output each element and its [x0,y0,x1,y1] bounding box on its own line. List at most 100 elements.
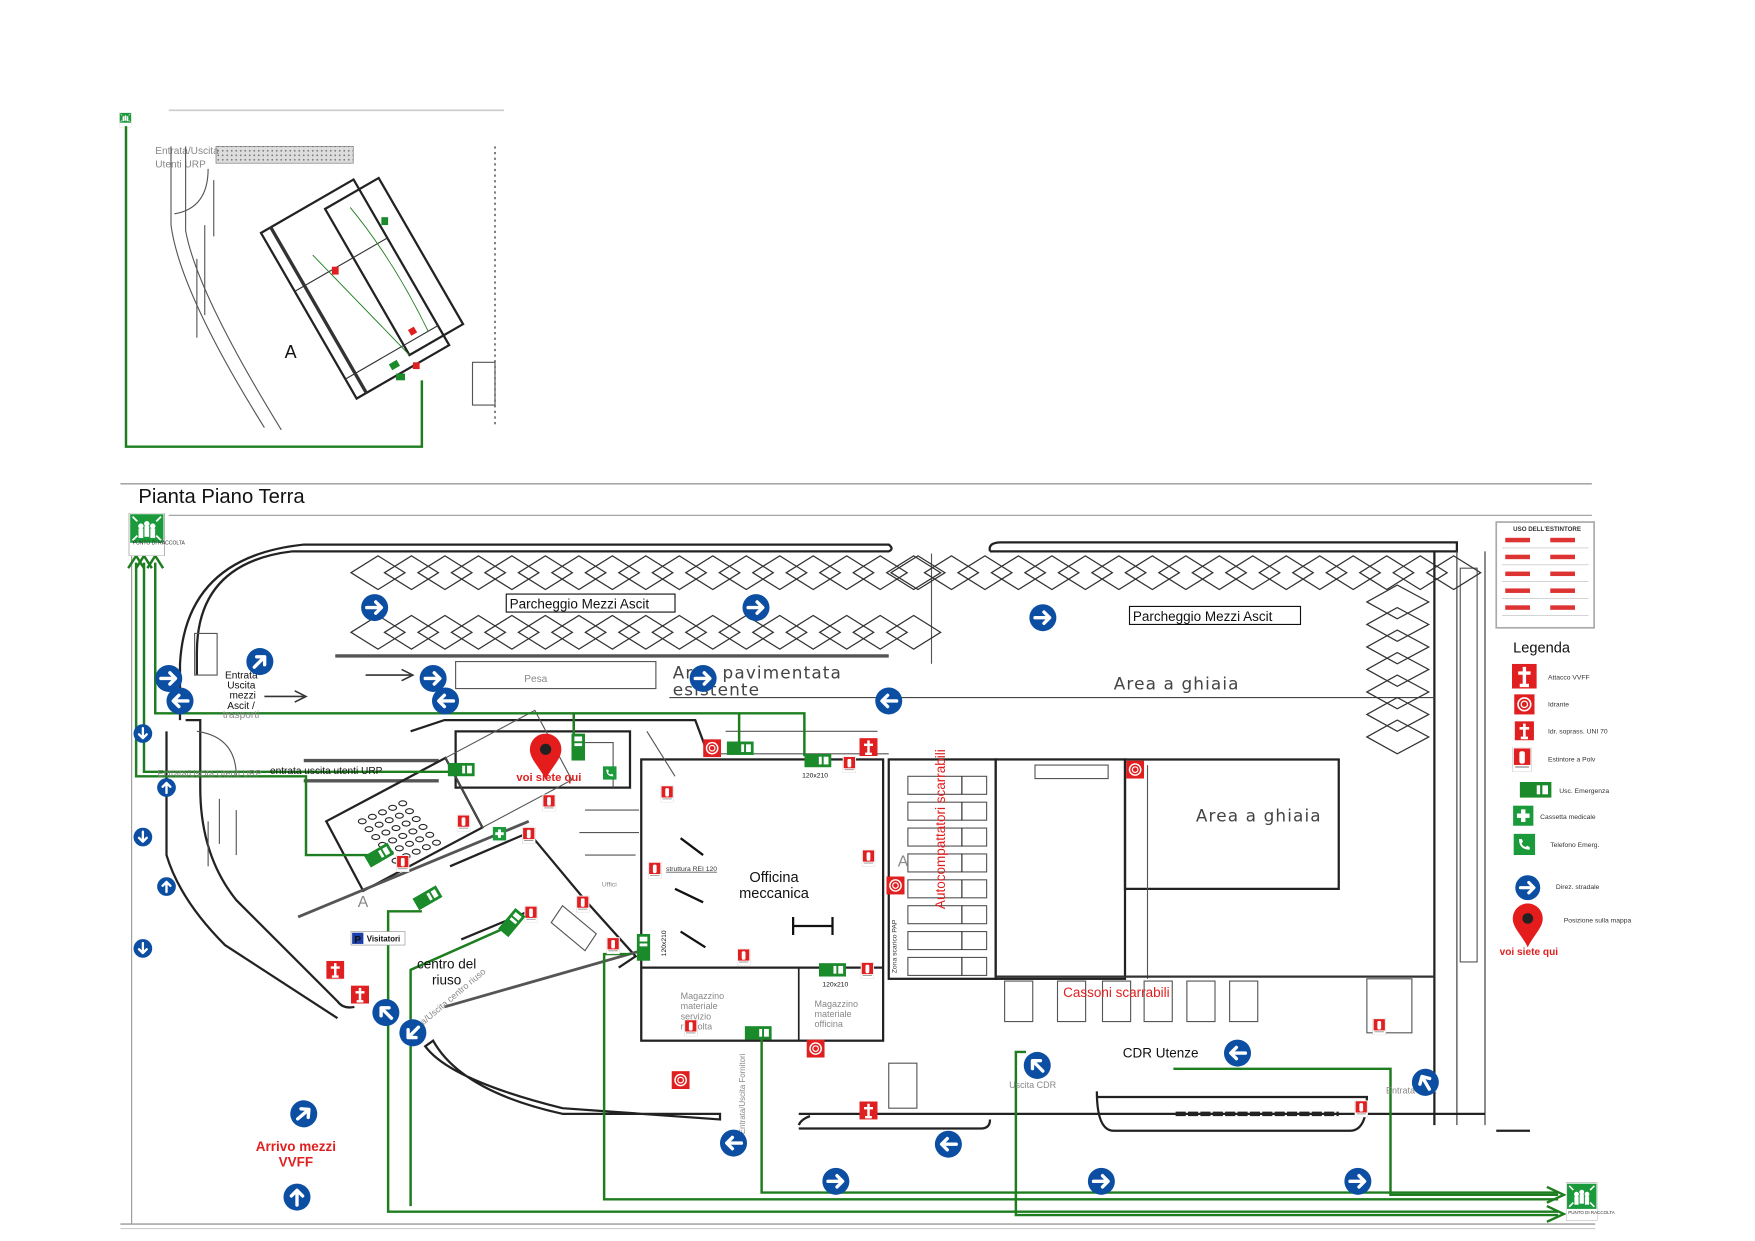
parking-stall [751,614,808,650]
parking-stall [651,555,708,591]
weighbridge-label: Pesa [524,674,547,685]
svg-text:materiale: materiale [815,1009,852,1019]
svg-text:officina: officina [815,1019,843,1029]
section-marker: A [898,853,909,870]
parking-stalls [349,555,1482,755]
parking-stall [651,614,708,650]
gravel-area-label: Area a ghiaia [1196,805,1322,825]
reuse-center-label-2: riuso [432,972,461,987]
parking-stall [617,555,675,591]
parking-stall [1057,555,1114,591]
road-direction-icon [821,1166,851,1196]
road-direction-icon [718,1128,749,1158]
extinguisher-icon [396,855,410,872]
gravel-area-label: Area a ghiaia [1114,674,1240,694]
compactor-bay [907,827,988,847]
seat [388,804,398,811]
road-direction-icon [132,826,153,848]
skip-container [1101,980,1132,1023]
svg-text:mezzi: mezzi [230,691,256,702]
road-direction-icon [1028,603,1058,633]
fire-brigade-arrival-label-2: VVFF [279,1155,314,1170]
compactor-bay [907,775,988,795]
warehouse-workshop-label: Magazzino materiale officina [815,999,859,1029]
fire-brigade-arrival-label: Arrivo mezzi [256,1139,336,1154]
parking-stall [1365,696,1431,733]
instruction-figure [1550,554,1575,560]
seat [381,829,391,836]
parking-stall [923,555,980,591]
parking-stall [349,614,407,650]
seat [374,821,384,828]
instruction-figure [1505,571,1530,577]
seat [415,836,425,843]
compactor-bay [907,879,988,899]
svg-text:servizio: servizio [681,1011,712,1021]
parking-stall [383,614,440,650]
legend-label: Estintore a Polv [1548,757,1596,764]
skip-container [1004,980,1034,1023]
hydrant-icon [806,1039,825,1058]
parking-stall [483,614,541,650]
extinguisher-icon [576,895,590,913]
compactor-bay [907,931,988,951]
legend-label: Cassetta medicale [1540,814,1596,821]
svg-text:Magazzino: Magazzino [815,999,859,1009]
parking-stall [785,614,842,650]
extinguisher-icon [684,1019,698,1037]
parking-stall [751,555,808,591]
seat [425,831,435,838]
legend-label: Idr. soprass. UNI 70 [1548,729,1608,736]
truck-entry-label: Entrata Uscita mezzi Ascit / trasporti [223,670,260,720]
seat [357,818,367,825]
inset-evacuation-route [124,126,424,448]
parking-label: Parcheggio Mezzi Ascit [1133,609,1273,624]
parking-stall [1157,555,1215,591]
extinguisher-icon [660,785,674,803]
instruction-figure [1550,571,1575,577]
instruction-figure [1505,554,1530,560]
parking-stall [1325,555,1382,591]
legend-label: Direz. stradale [1556,884,1600,891]
urp-entry-grey-label: Entrata/Uscita Utenti URP [158,768,262,778]
hydrant-uni70-icon [1513,721,1536,741]
extinguisher-icon [456,814,471,832]
hydrant-icon [671,1071,690,1090]
extinguisher-icon [842,756,857,773]
emergency-exit-icon [726,741,754,755]
parking-stall [1023,555,1081,591]
svg-text:Visitatori: Visitatori [367,935,401,944]
road-direction-icon [360,592,390,623]
parking-stall [1258,555,1315,591]
seat [418,823,428,830]
road-direction-icon [1086,1166,1116,1196]
road-direction-icon [132,938,153,959]
parking-stall [1291,555,1348,591]
cdr-entry-label: Entrata CDR [1386,1086,1438,1096]
parking-stall [1365,651,1431,688]
emergency-exit-icon [819,963,846,977]
road-direction-icon [430,686,461,716]
parking-stall [1224,555,1281,591]
svg-text:Uscita: Uscita [227,681,255,692]
extinguisher-card-title: USO DELL'ESTINTORE [1513,526,1581,533]
assembly-point-label: PUNTO DI RACCOLTA [1568,1210,1615,1215]
seat [398,832,408,839]
weighbridge [455,661,657,690]
parking-stall [1425,555,1482,591]
door-size-label: 120x210 [661,930,668,956]
workshop-label: Officina [749,870,799,886]
emergency-exit-icon [804,753,832,768]
extinguisher-icon [1512,747,1533,772]
assembly-point-icon [128,513,166,556]
inset-building [259,176,465,401]
location-pin-icon [1512,903,1543,948]
parking-stall [885,555,942,591]
parking-stall [483,555,541,591]
extinguisher-icon [860,961,875,979]
parking-stall [349,555,407,591]
parking-stall [450,614,507,650]
offices-label: Uffici [602,882,617,889]
parking-stall [990,555,1047,591]
parking-stall [1365,584,1431,620]
